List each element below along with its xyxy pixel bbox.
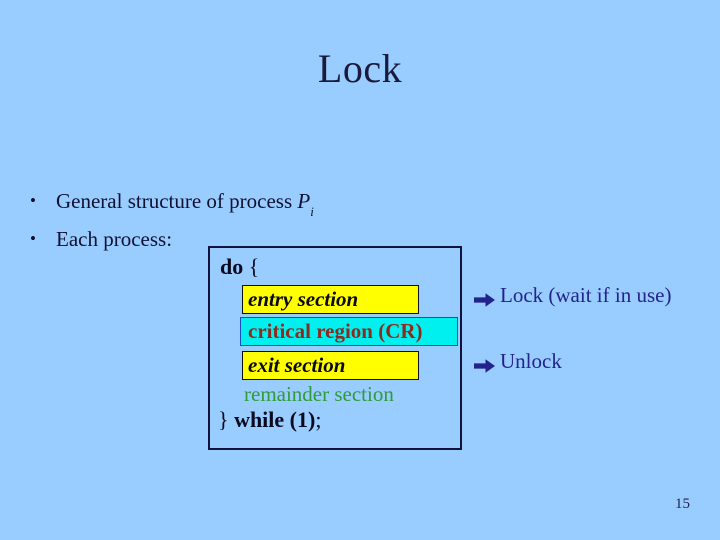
arrow-right-icon: [474, 354, 496, 373]
code-structure-box: do { entry section critical region (CR) …: [208, 246, 462, 450]
list-item: • General structure of process Pi: [30, 186, 450, 224]
process-variable-subscript: i: [310, 204, 314, 220]
bullet-list: • General structure of process Pi • Each…: [30, 186, 450, 254]
page-number: 15: [675, 496, 690, 512]
code-open-brace: {: [248, 254, 260, 279]
list-item: • Each process:: [30, 224, 450, 254]
remainder-section-block: remainder section: [244, 382, 394, 406]
bullet-dot-icon: •: [30, 229, 36, 249]
bullet-dot-icon: •: [30, 191, 36, 210]
list-item-text: General structure of process: [56, 189, 298, 213]
process-variable: P: [297, 189, 311, 213]
entry-section-block: entry section: [242, 285, 419, 314]
code-semicolon: ;: [315, 407, 322, 432]
code-close-brace: }: [218, 407, 229, 432]
annotation-lock: Lock (wait if in use): [474, 282, 671, 308]
code-keyword-while: while (1): [234, 407, 316, 432]
annotation-unlock-label: Unlock: [500, 349, 562, 373]
code-line-do: do {: [220, 254, 259, 280]
arrow-right-icon: [474, 288, 496, 307]
exit-section-block: exit section: [242, 351, 419, 380]
annotation-lock-label: Lock (wait if in use): [500, 283, 672, 307]
annotation-unlock: Unlock: [474, 348, 562, 374]
code-keyword-do: do: [220, 254, 244, 279]
list-item-label: General structure of process Pi: [56, 186, 314, 224]
code-line-while: } while (1);: [218, 407, 321, 433]
critical-region-block: critical region (CR): [240, 317, 458, 346]
page-title: Lock: [317, 46, 403, 91]
list-item-label: Each process:: [56, 227, 173, 252]
